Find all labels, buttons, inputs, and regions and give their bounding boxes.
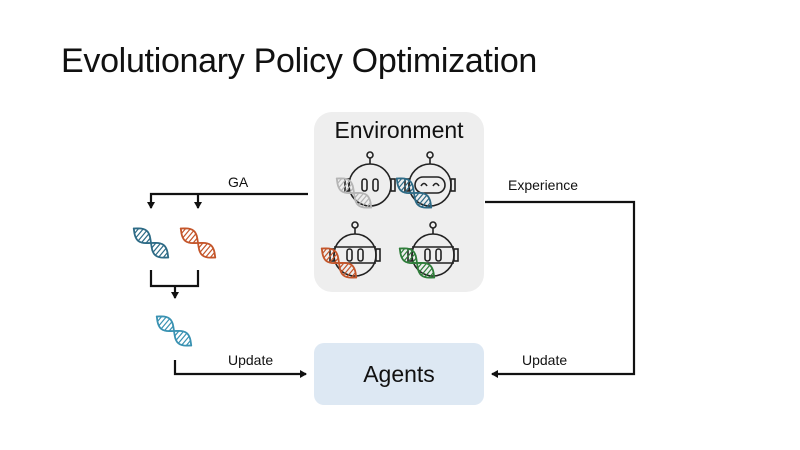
dna-child-icon <box>155 315 193 347</box>
robot-green-icon <box>398 221 459 279</box>
robot-green-dna-icon <box>398 247 436 279</box>
ga-label: GA <box>228 174 249 190</box>
robot-gray-icon <box>335 151 396 209</box>
update-left-arrow <box>173 360 307 378</box>
agents-box: Agents <box>314 343 484 405</box>
robot-gray-dna-icon <box>335 177 373 209</box>
slide-title: Evolutionary Policy Optimization <box>61 42 538 80</box>
robot-blue-icon <box>395 151 456 209</box>
experience-update-arrow <box>485 200 636 378</box>
ga-arrow <box>147 192 308 209</box>
environment-label: Environment <box>334 117 464 143</box>
crossover-arrow <box>149 270 200 299</box>
update-right-label: Update <box>522 352 568 368</box>
robot-orange-dna-icon <box>320 247 358 279</box>
robots-group <box>320 151 459 279</box>
dna-parent-a-icon <box>132 227 170 259</box>
environment-box: Environment <box>314 112 484 292</box>
experience-label: Experience <box>508 177 579 193</box>
robot-blue-dna-icon <box>395 177 433 209</box>
robot-orange-icon <box>320 221 381 279</box>
update-left-label: Update <box>228 352 274 368</box>
agents-label: Agents <box>363 360 435 387</box>
dna-parent-b-icon <box>179 227 217 259</box>
